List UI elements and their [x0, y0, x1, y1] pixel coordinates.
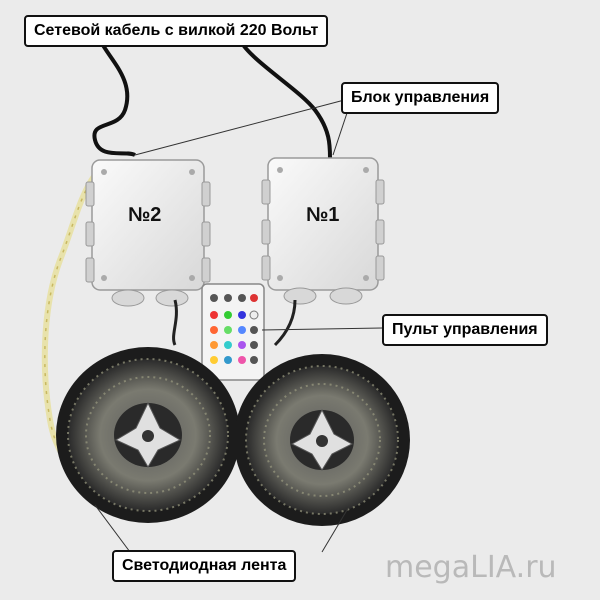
label-led-strip: Светодиодная лента [112, 550, 297, 582]
leader-control-unit-left [134, 97, 353, 156]
remote-control [201, 283, 265, 381]
control-box-2 [85, 159, 211, 307]
watermark-text: megaLIA.ru [385, 550, 557, 585]
control-box-1 [261, 157, 385, 305]
label-control-unit: Блок управления [341, 82, 500, 114]
leader-strip-right [321, 504, 351, 553]
leader-remote [261, 327, 383, 331]
led-reel-right [234, 354, 410, 526]
leader-strip-left [94, 504, 131, 553]
led-reel-left [56, 347, 240, 523]
label-power-cable: Сетевой кабель с вилкой 220 Вольт [24, 15, 329, 47]
box-number-1: №1 [306, 204, 340, 226]
label-remote: Пульт управления [382, 314, 548, 346]
box-number-2: №2 [128, 204, 162, 226]
power-cable-right [238, 38, 332, 159]
power-cable-left [92, 39, 136, 157]
